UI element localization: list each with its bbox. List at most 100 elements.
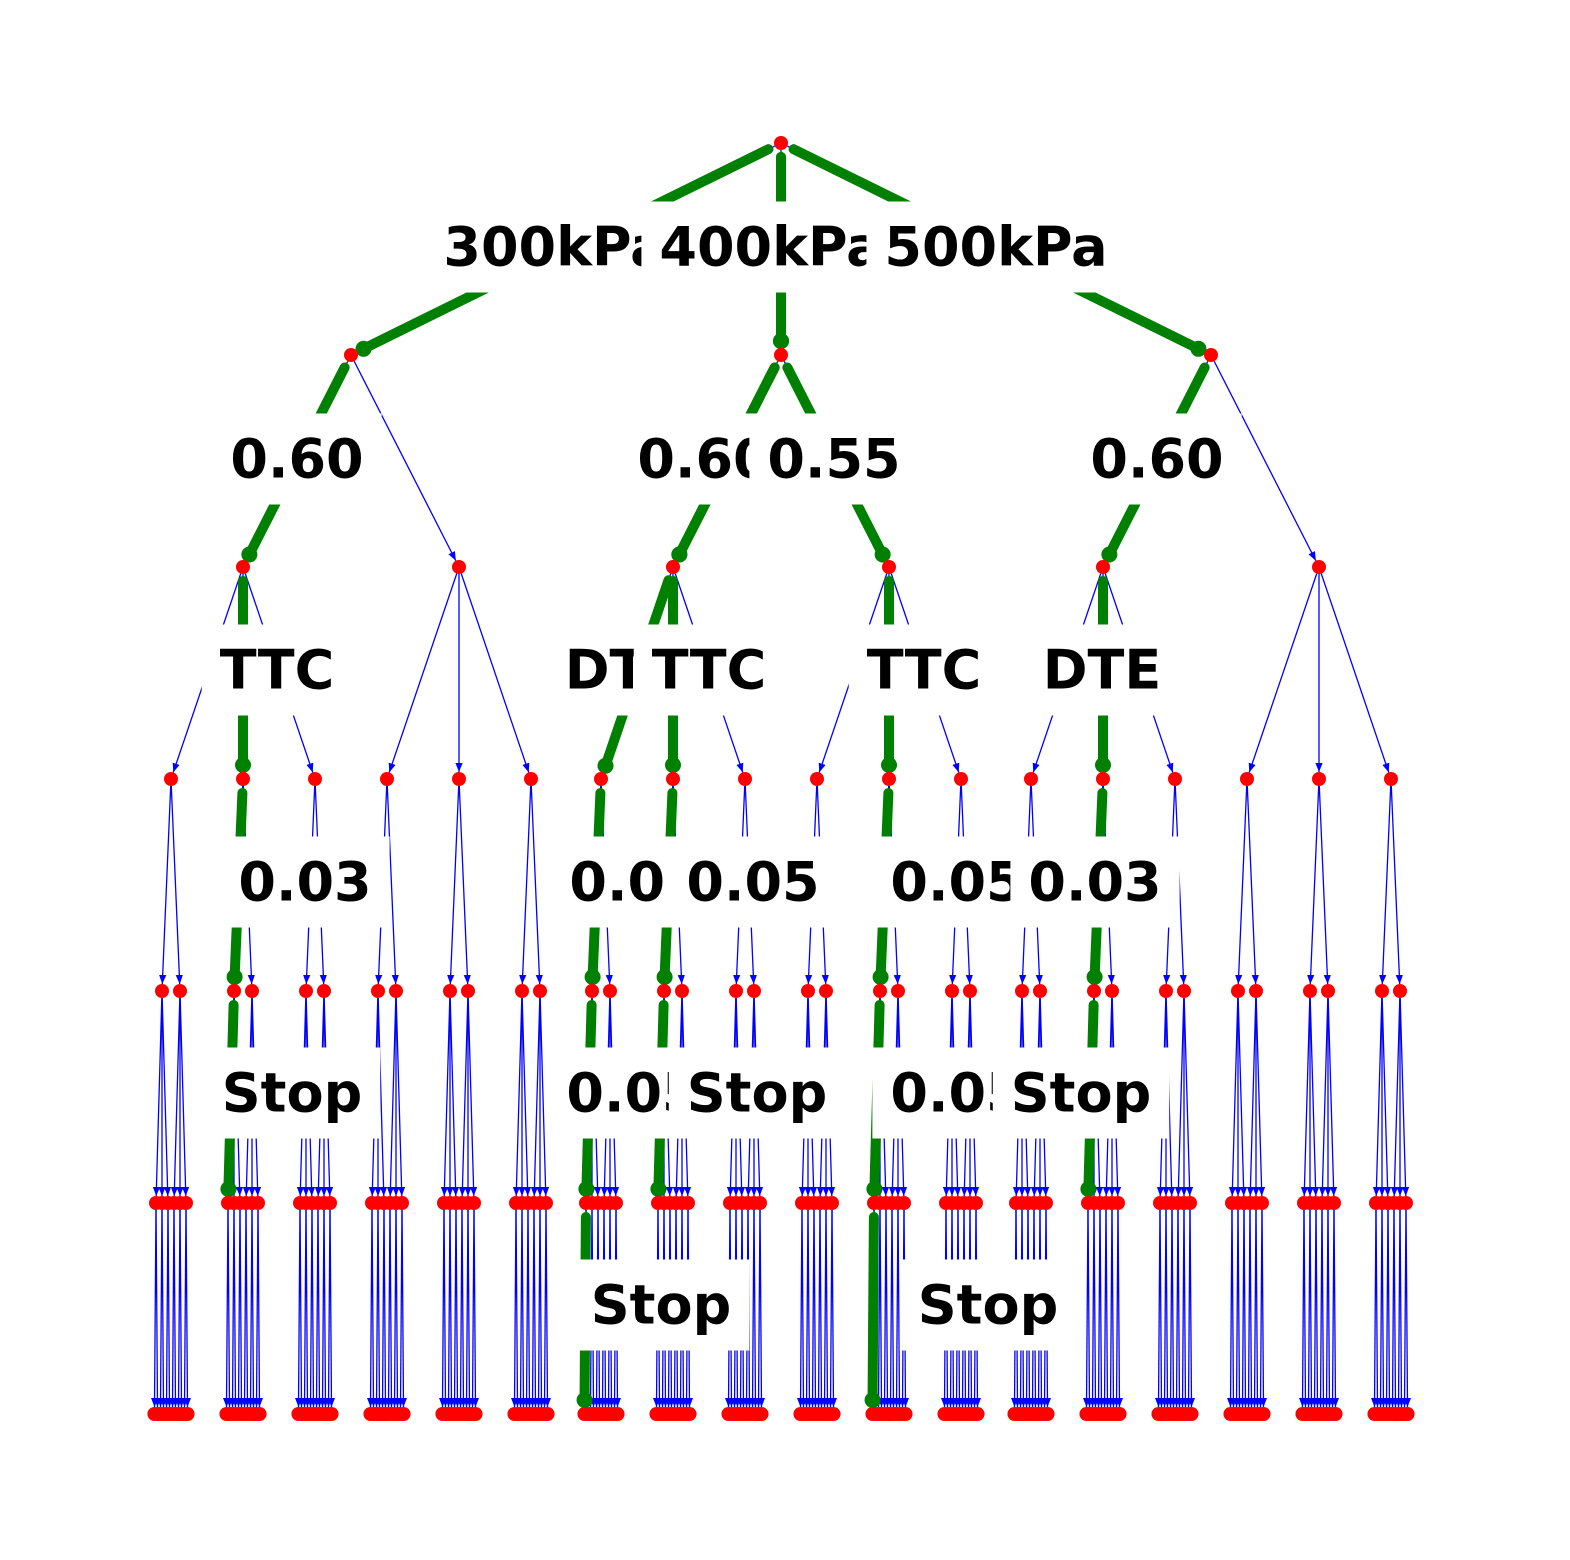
tree-edge-d4-7 [386,785,399,985]
tree-edge-d5-23 [395,997,406,1197]
tree-node-d5-29 [467,1196,481,1210]
tree-node-d6-35 [324,1407,339,1421]
tree-edge-d6-205 [1373,1209,1382,1408]
tree-node-d4-17 [747,984,761,998]
tree-node-d6-59 [468,1407,483,1421]
tree-node-d3-7 [666,772,680,786]
tree-edge-d6-59 [471,1209,480,1408]
tree-edge-d6-179 [1187,1209,1196,1408]
tree-node-d5-5 [179,1196,193,1210]
tree-node-d4-7 [389,984,403,998]
tree-node-d1-1 [774,348,788,362]
highlight-arrowhead [355,340,372,357]
edge-label-background [992,1047,1170,1139]
tree-node-d5-59 [825,1196,839,1210]
tree-node-d6-167 [1112,1407,1127,1421]
tree-node-d4-21 [891,984,905,998]
highlight-arrowhead [235,757,251,773]
svg-text:0.05: 0.05 [890,851,1023,914]
tree-node-d5-83 [1111,1196,1125,1210]
tree-node-d3-17 [1384,772,1398,786]
tree-node-d4-24 [1015,984,1029,998]
tree-edge-d6-41 [381,1209,390,1408]
tree-edge-d6-189 [1253,1209,1262,1408]
tree-edge-d6-215 [1403,1209,1412,1408]
tree-node-d2-2 [666,560,680,574]
tree-edge-d6-65 [525,1209,534,1408]
tree-edge-d3-17 [1320,573,1390,773]
edge-label-d2-4: DTE [1024,624,1180,716]
highlight-arrowhead [874,546,891,563]
tree-edge-d6-177 [1181,1209,1190,1408]
tree-edge-d6-211 [1391,1209,1400,1408]
tree-node-d1-2 [1204,348,1218,362]
tree-edge-d5-89 [1183,997,1194,1197]
tree-edge-d6-173 [1169,1209,1178,1408]
tree-edge-d6-191 [1259,1209,1268,1408]
tree-edge-d6-5 [165,1209,174,1408]
tree-node-d4-3 [245,984,259,998]
tree-edge-d4-0 [159,785,172,985]
tree-node-d3-6 [594,772,608,786]
edge-label-d3-0: 0.03 [220,836,390,928]
tree-node-d5-17 [323,1196,337,1210]
edge-label-background [1024,624,1180,716]
tree-node-d5-71 [969,1196,983,1210]
tree-edge-d5-92 [1237,997,1248,1197]
tree-edge-d5-26 [449,997,460,1197]
tree-node-d2-1 [452,560,466,574]
tree-node-d4-2 [227,984,241,998]
tree-node-d2-0 [236,560,250,574]
highlight-arrowhead [578,1181,595,1198]
svg-text:Stop: Stop [918,1274,1058,1337]
tree-edge-d6-187 [1247,1209,1256,1408]
edge-label-d4-0: Stop [203,1047,381,1139]
tree-edge-d5-90 [1228,997,1239,1197]
tree-edge-d5-87 [1174,997,1185,1197]
edge-label-background [572,1259,750,1351]
tree-edge-d6-195 [1307,1209,1316,1408]
edge-label-d1-2: 0.55 [749,413,919,505]
tree-node-d4-1 [173,984,187,998]
tree-edge-d4-1 [170,785,183,985]
edge-label-background [633,624,785,716]
tree-edge-d6-183 [1235,1209,1244,1408]
svg-text:Stop: Stop [222,1062,362,1125]
highlight-arrowhead [1080,1181,1097,1198]
tree-node-d6-71 [540,1407,555,1421]
highlight-arrowhead [773,333,789,349]
tree-node-d6-119 [826,1407,841,1421]
edge-label-d2-0: TTC [201,624,353,716]
tree-edge-d6-207 [1379,1209,1388,1408]
tree-node-d6-47 [396,1407,411,1421]
tree-edge-d4-32 [1307,785,1320,985]
tree-edge-d6-199 [1319,1209,1328,1408]
tree-edge-d5-101 [1327,997,1338,1197]
tree-node-d5-65 [897,1196,911,1210]
tree-edge-d6-161 [1097,1209,1106,1408]
tree-node-d4-35 [1393,984,1407,998]
tree-edge-d3-15 [1248,573,1318,773]
svg-text:500kPa: 500kPa [884,216,1107,279]
tree-edge-d6-119 [829,1209,838,1408]
tree-edge-d6-23 [255,1209,264,1408]
svg-text:0.03: 0.03 [1028,851,1161,914]
tree-node-d3-2 [308,772,322,786]
tree-edge-d5-5 [179,997,190,1197]
tree-node-d2-5 [1312,560,1326,574]
tree-edge-d5-32 [521,997,532,1197]
tree-node-d4-4 [299,984,313,998]
tree-edge-d6-33 [321,1209,330,1408]
tree-node-d4-26 [1087,984,1101,998]
tree-edge-d2-1 [353,360,457,562]
highlight-arrowhead [241,546,258,563]
highlight-arrowhead [1190,340,1207,357]
highlight-arrowhead [671,546,688,563]
edge-label-background [1010,836,1180,928]
tree-edge-d6-15 [231,1209,240,1408]
edge-label-d3-2: 0.05 [668,836,838,928]
highlight-arrowhead [881,757,897,773]
tree-node-d5-89 [1183,1196,1197,1210]
tree-edge-d3-5 [460,573,530,773]
svg-text:TTC: TTC [220,639,335,702]
